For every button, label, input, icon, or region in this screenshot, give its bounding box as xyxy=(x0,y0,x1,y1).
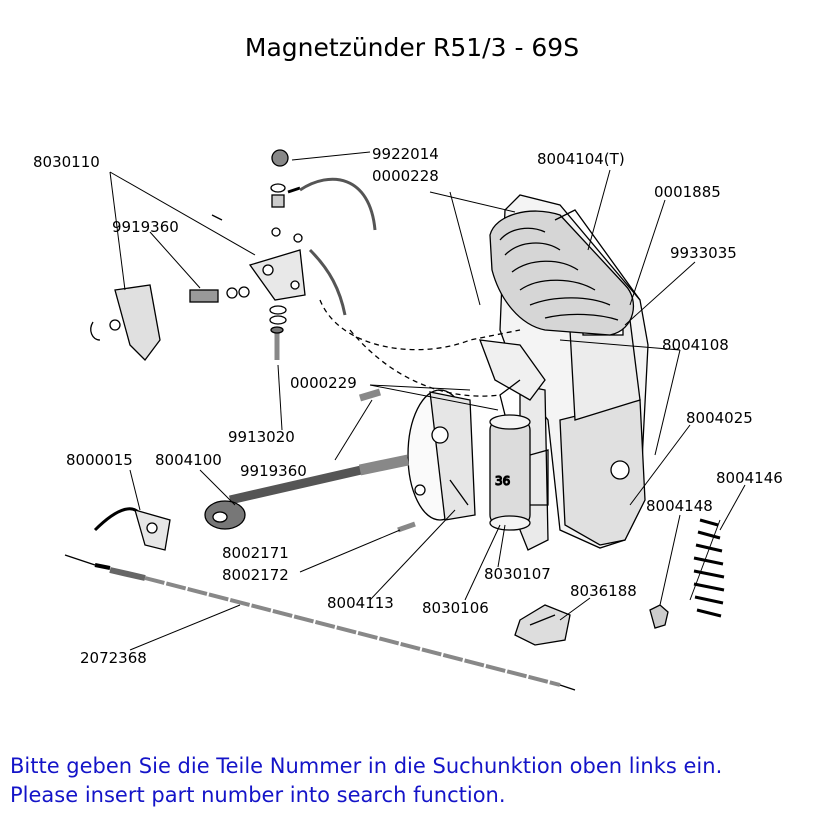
part-label-0000229[interactable]: 0000229 xyxy=(290,374,357,392)
spring xyxy=(693,518,725,618)
part-label-8000015[interactable]: 8000015 xyxy=(66,451,133,469)
diagram-title: Magnetzünder R51/3 - 69S xyxy=(245,33,579,62)
instruction-english: Please insert part number into search fu… xyxy=(10,783,506,807)
cable-clip xyxy=(93,507,171,551)
breaker-bracket xyxy=(90,249,306,361)
long-bolt xyxy=(204,454,410,530)
part-label-9919360-bottom[interactable]: 9919360 xyxy=(240,462,307,480)
wires xyxy=(299,177,521,397)
condenser xyxy=(489,379,549,531)
part-label-8036188[interactable]: 8036188 xyxy=(570,582,637,600)
drawing: 36 xyxy=(64,149,725,691)
part-label-8004113[interactable]: 8004113 xyxy=(327,594,394,612)
part-label-8030106[interactable]: 8030106 xyxy=(422,599,489,617)
part-label-9919360-top[interactable]: 9919360 xyxy=(112,218,179,236)
contact-breaker-plate xyxy=(407,389,476,521)
search-instructions: Bitte geben Sie die Teile Nummer in die … xyxy=(10,752,722,810)
condenser-number: 36 xyxy=(495,474,510,488)
part-label-9922014[interactable]: 9922014 xyxy=(372,145,439,163)
detail-mark xyxy=(211,214,223,221)
part-label-0000228[interactable]: 0000228 xyxy=(372,167,439,185)
part-label-8004148[interactable]: 8004148 xyxy=(646,497,713,515)
part-label-9913020[interactable]: 9913020 xyxy=(228,428,295,446)
small-hardware xyxy=(189,149,416,533)
part-label-8002172[interactable]: 8002172 xyxy=(222,566,289,584)
part-label-8004104t[interactable]: 8004104(T) xyxy=(537,150,625,168)
leader-lines xyxy=(109,151,746,651)
part-label-9933035[interactable]: 9933035 xyxy=(670,244,737,262)
rubber-boot xyxy=(514,604,571,646)
part-label-0001885[interactable]: 0001885 xyxy=(654,183,721,201)
part-label-8030107[interactable]: 8030107 xyxy=(484,565,551,583)
part-label-8004146[interactable]: 8004146 xyxy=(716,469,783,487)
grommet xyxy=(649,604,669,629)
part-label-8004025[interactable]: 8004025 xyxy=(686,409,753,427)
part-label-8004108[interactable]: 8004108 xyxy=(662,336,729,354)
magneto-housing xyxy=(479,194,649,551)
part-label-8002171[interactable]: 8002171 xyxy=(222,544,289,562)
part-label-8004100[interactable]: 8004100 xyxy=(155,451,222,469)
instruction-german: Bitte geben Sie die Teile Nummer in die … xyxy=(10,754,723,778)
part-label-8030110[interactable]: 8030110 xyxy=(33,153,100,171)
control-cable xyxy=(64,554,576,691)
part-label-2072368[interactable]: 2072368 xyxy=(80,649,147,667)
